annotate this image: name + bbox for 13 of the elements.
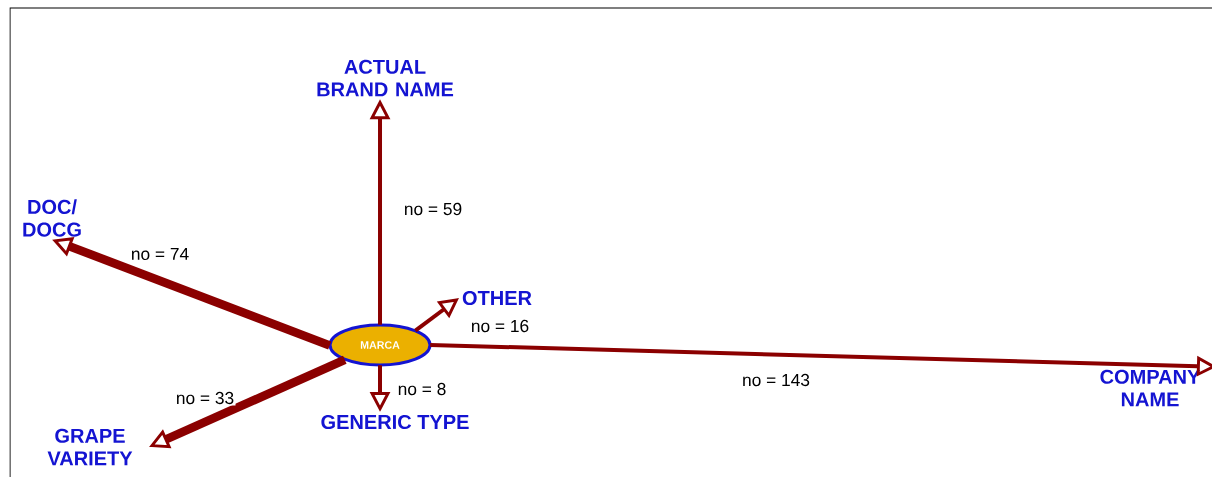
category-label: DOC/ DOCG: [23, 199, 81, 237]
category-label: COMPANY NAME: [1100, 369, 1201, 407]
category-label: OTHER: [462, 290, 532, 306]
edge-label: no = 16: [469, 318, 531, 334]
ellipse-node: MARCA: [328, 323, 432, 367]
edge-label: no = 33: [174, 390, 236, 406]
edge-label: no = 143: [740, 372, 812, 388]
category-label: ACTUAL BRAND NAME: [317, 59, 454, 97]
edge-label: no = 8: [396, 381, 448, 397]
edge-label: no = 59: [402, 201, 464, 217]
category-label: GENERIC TYPE: [321, 414, 469, 430]
category-label: GRAPE VARIETY: [47, 428, 133, 466]
edge-label: no = 74: [129, 246, 191, 262]
